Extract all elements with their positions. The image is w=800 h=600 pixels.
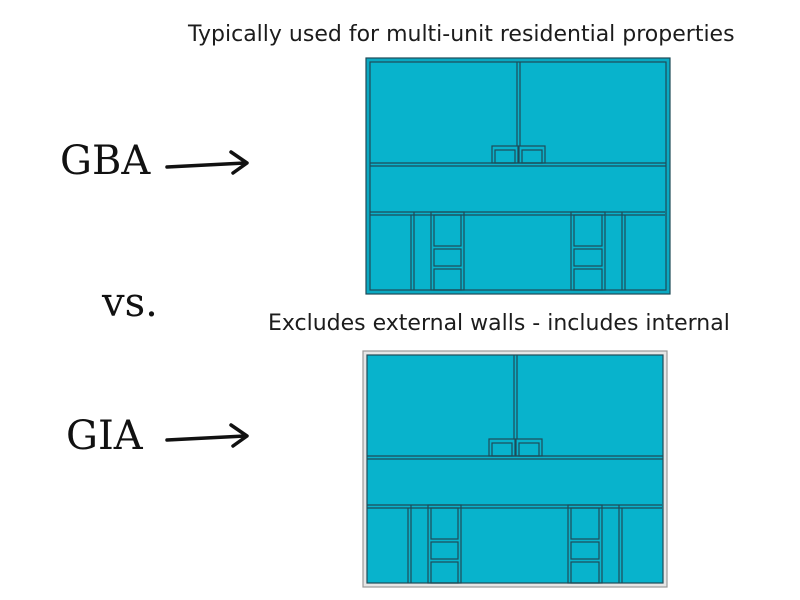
gba-label: GBA xyxy=(60,138,151,184)
gia-label: GIA xyxy=(66,413,143,459)
gia-floor-area xyxy=(366,354,664,584)
right-arrow-icon xyxy=(165,150,249,175)
bottom-caption: Excludes external walls - includes inter… xyxy=(268,311,730,336)
top-caption: Typically used for multi-unit residentia… xyxy=(188,22,735,47)
gia-interior-walls xyxy=(367,355,663,584)
gba-interior-walls xyxy=(370,62,666,291)
gba-floor-area xyxy=(369,61,667,291)
gia-floor-plan xyxy=(362,350,668,588)
right-arrow-icon xyxy=(165,423,249,448)
gba-floor-plan xyxy=(365,57,671,295)
versus-label: vs. xyxy=(102,280,158,326)
